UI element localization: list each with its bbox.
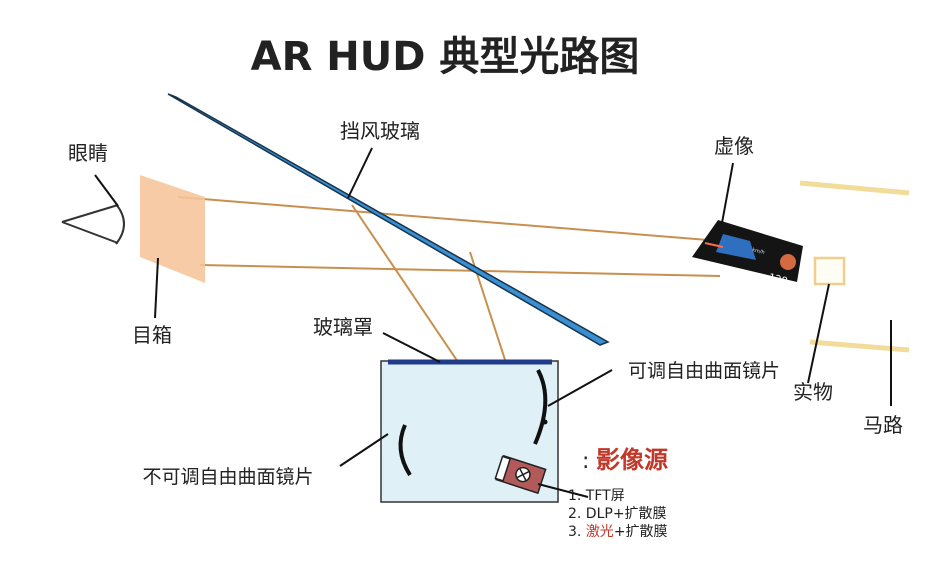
diagram-title: AR HUD 典型光路图 <box>251 34 640 80</box>
fixed-freeform-mirror <box>398 424 412 477</box>
label-glass-cover: 玻璃罩 <box>313 315 373 339</box>
leader-windshield <box>347 147 373 199</box>
label-eyebox: 目箱 <box>132 323 172 347</box>
eye-icon <box>61 203 125 245</box>
road-line-upper <box>799 180 910 196</box>
leader-image-source <box>537 483 589 498</box>
windshield-glass <box>167 93 610 346</box>
leader-real-object <box>807 283 830 384</box>
real-object-marker <box>813 256 846 286</box>
image-source-item-1: 1. TFT屏 <box>568 488 625 504</box>
image-source-colon: : <box>582 449 589 474</box>
leader-eye <box>94 174 119 207</box>
mirror-pivot <box>542 419 548 425</box>
leader-glass-cover <box>382 332 441 363</box>
leader-lines <box>94 147 892 498</box>
road-lines <box>799 180 910 353</box>
image-source-item-2: 2. DLP+扩散膜 <box>568 506 667 522</box>
image-source-item-3-text: 3. 激光+扩散膜 <box>568 523 668 540</box>
label-windshield: 挡风玻璃 <box>340 119 420 143</box>
label-real-object: 实物 <box>793 380 833 404</box>
beam-eye-to-virtual-upper <box>177 196 709 241</box>
label-fixed-mirror: 不可调自由曲面镜片 <box>142 466 313 488</box>
label-road: 马路 <box>863 413 903 437</box>
leader-adjustable-mirror <box>547 369 613 407</box>
beam-eye-to-virtual-lower <box>199 264 721 277</box>
adjustable-freeform-mirror <box>533 369 548 445</box>
image-source-heading: 影像源 <box>596 446 668 474</box>
image-source-device <box>494 454 547 495</box>
eyebox-panel <box>140 175 205 283</box>
image-source-item-3: 3. 激光+扩散膜 <box>568 523 668 540</box>
leader-fixed-mirror <box>339 433 389 467</box>
label-adjustable-mirror: 可调自由曲面镜片 <box>628 360 780 382</box>
label-virtual-image: 虚像 <box>714 134 754 158</box>
road-line-lower <box>809 339 910 353</box>
leader-virtual-image <box>721 162 734 224</box>
virtual-image-display: 128 km/h <box>692 220 803 288</box>
label-eye: 眼睛 <box>68 141 108 165</box>
virtual-speed-readout: 128 <box>767 272 788 287</box>
virtual-speed-unit: km/h <box>752 247 766 256</box>
leader-eyebox <box>154 257 159 319</box>
